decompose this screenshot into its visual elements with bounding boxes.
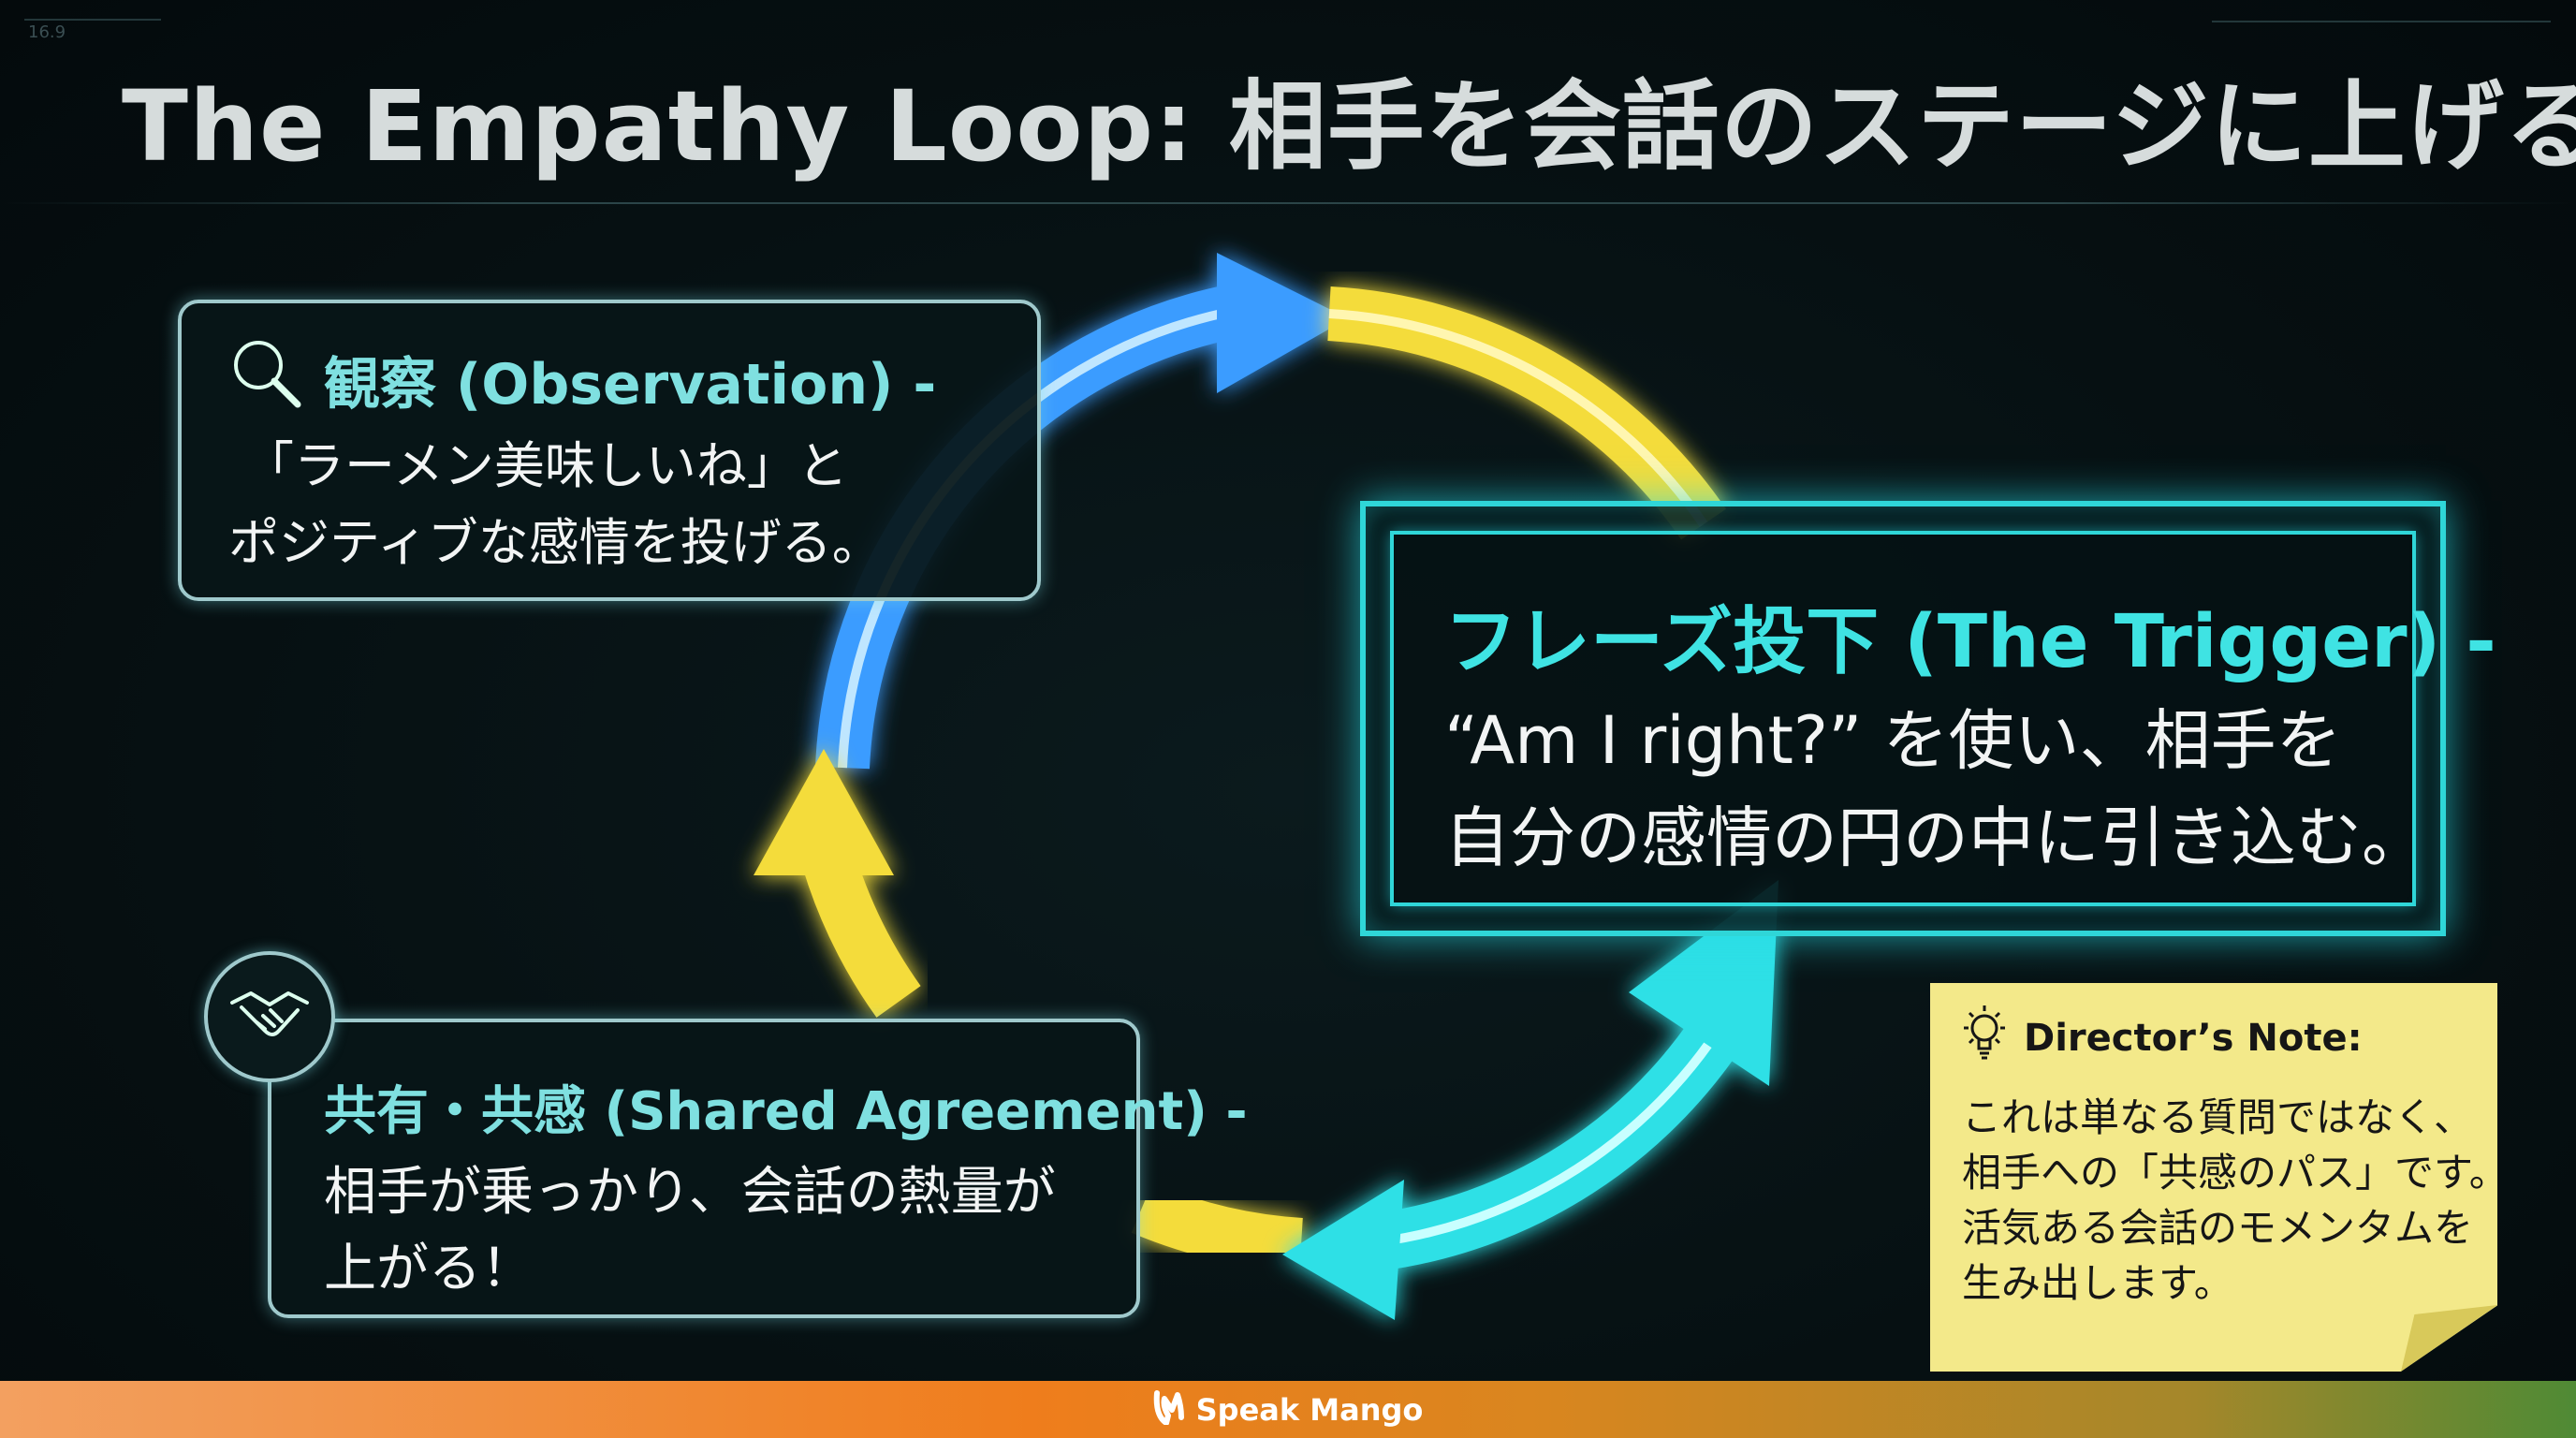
note-line: 相手への「共感のパス」です。 [1962,1150,2509,1196]
decor-line [24,19,161,21]
decor-line [2212,21,2551,22]
observation-line: 「ラーメン美味しいね」と [243,436,848,495]
shared-line: 相手が乗っかり、会話の熱量が [324,1162,1056,1223]
shared-agreement-card: 共有・共感 (Shared Agreement) - 相手が乗っかり、会話の熱量… [268,1019,1248,1318]
trigger-line: “Am I right?” を使い、相手を [1444,702,2342,779]
note-line: これは単なる質問ではなく、 [1962,1094,2474,1140]
arrow-yellow-bottom [1131,1182,1304,1272]
arrow-cyan [1282,880,1778,1320]
note-heading: Director’s Note: [2024,1017,2363,1060]
observation-heading: 観察 (Observation) - [324,352,937,418]
brand-name: Speak Mango [1195,1391,1424,1428]
arrow-yellow-left [754,749,921,1018]
footer-bar: Speak Mango [0,1381,2576,1438]
note-line: 活気ある会話のモメンタムを [1962,1205,2474,1251]
speak-mango-logo-icon [1153,1387,1185,1432]
trigger-line: 自分の感情の円の中に引き込む。 [1444,800,2427,876]
shared-line: 上がる！ [324,1239,534,1299]
trigger-card: フレーズ投下 (The Trigger) - “Am I right?” を使い… [1360,501,2496,936]
lightbulb-icon [1958,1004,2011,1073]
note-line: 生み出します。 [1962,1260,2233,1306]
aspect-label: 16.9 [28,22,66,42]
observation-card: 観察 (Observation) - 「ラーメン美味しいね」と ポジティブな感情… [178,300,1041,601]
directors-note: Director’s Note: これは単なる質問ではなく、 相手への「共感のパ… [1930,983,2497,1372]
title-divider [0,202,2576,204]
arrow-yellow-top [1327,286,1726,540]
slide-title: The Empathy Loop: 相手を会話のステージに上げる [122,69,2576,183]
observation-line: ポジティブな感情を投げる。 [228,513,883,572]
trigger-inner-frame [1390,531,2416,906]
trigger-heading: フレーズ投下 (The Trigger) - [1444,600,2496,684]
shared-heading: 共有・共感 (Shared Agreement) - [324,1081,1248,1142]
handshake-icon [204,951,335,1082]
magnifier-icon [228,335,303,424]
